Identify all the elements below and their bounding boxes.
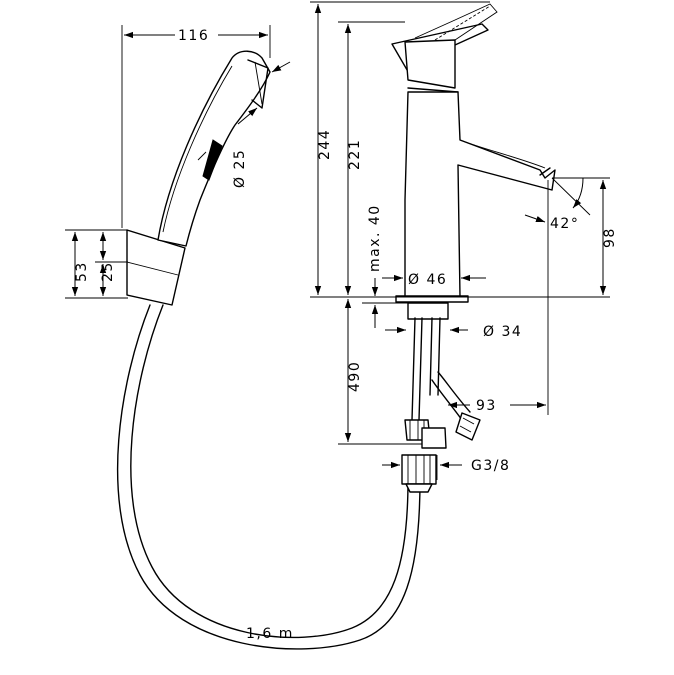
hose-outer [116,304,421,650]
dim-diameter-25: Ø 25 [232,149,248,188]
dimension-lines [65,1,610,480]
trigger-lever [202,139,223,181]
faucet-base [395,295,469,303]
dimension-labels: 116 Ø 25 53 25 244 221 max. 40 Ø 46 Ø 34… [74,28,618,642]
dim-490: 490 [347,361,363,392]
hose-inner [130,304,409,639]
dim-angle-42: 42° [550,216,579,232]
supply-hoses [401,302,481,493]
g38-fitting [401,454,437,485]
dim-hose-length: 1,6 m [246,626,294,642]
dim-25: 25 [100,261,116,282]
basin-faucet [391,3,556,493]
handle-top [404,39,456,89]
dim-244: 244 [317,129,333,160]
dim-93: 93 [476,398,497,414]
dim-98: 98 [602,227,618,248]
dim-116: 116 [178,28,209,44]
dim-diameter-34: Ø 34 [483,324,522,340]
dim-53: 53 [74,261,90,282]
dim-g38: G3/8 [471,458,510,474]
dim-max-40: max. 40 [367,204,383,272]
dim-221: 221 [347,139,363,170]
faucet-body [404,91,556,298]
hand-shower-assembly [116,50,421,650]
dim-diameter-46: Ø 46 [408,272,447,288]
